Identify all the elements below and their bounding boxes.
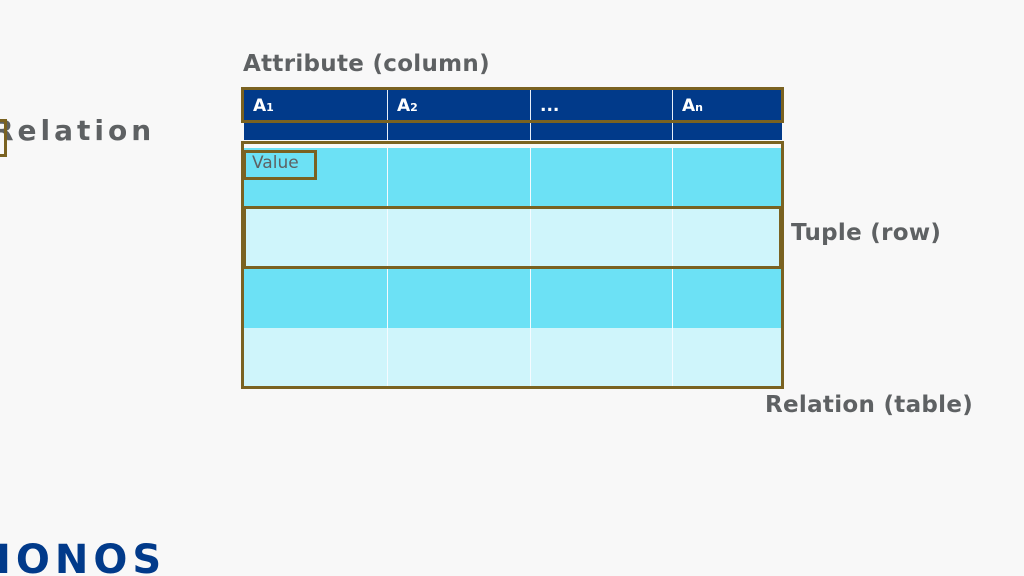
header-spacer-row: [244, 121, 782, 140]
attribute-column-label: Attribute (column): [243, 51, 490, 77]
header-cell-label: A: [682, 95, 696, 116]
table-row: [244, 328, 782, 388]
spacer-cell: [531, 121, 673, 140]
table-cell: [531, 208, 673, 268]
table-cell: [244, 148, 388, 208]
value-label: Value: [252, 153, 299, 173]
table-cell: [388, 268, 531, 328]
table-cell: [531, 148, 673, 208]
spacer-cell: [388, 121, 531, 140]
table-cell: [673, 208, 782, 268]
header-cell-label: A: [397, 95, 411, 116]
table-cell: [673, 268, 782, 328]
spacer-cell: [673, 121, 782, 140]
header-cell-subscript: 1: [266, 101, 274, 114]
table-cell: [388, 208, 531, 268]
table-cell: [244, 268, 388, 328]
header-cell-subscript: 2: [410, 101, 418, 114]
table-cell: [673, 148, 782, 208]
header-cell-label: A: [253, 95, 267, 116]
header-cell-subscript: n: [695, 101, 704, 114]
table-cell: [531, 328, 673, 388]
table-cell: [388, 148, 531, 208]
table-cell: [388, 328, 531, 388]
table-cell: [244, 328, 388, 388]
relation-partial-label: Relation: [0, 114, 156, 147]
brand-logo: IONOS: [0, 537, 167, 576]
spacer-cell: [244, 121, 388, 140]
tuple-row-label: Tuple (row): [791, 220, 942, 246]
table-cell: [244, 208, 388, 268]
header-cell-ellipsis: ...: [531, 90, 673, 121]
table-row: [244, 268, 782, 328]
relation-table-label: Relation (table): [765, 392, 974, 418]
header-cell-label: ...: [540, 95, 560, 116]
table-row: [244, 208, 782, 268]
table-cell: [531, 268, 673, 328]
table-cell: [673, 328, 782, 388]
table-row: [244, 148, 782, 208]
relation-partial-outline: [0, 119, 7, 157]
